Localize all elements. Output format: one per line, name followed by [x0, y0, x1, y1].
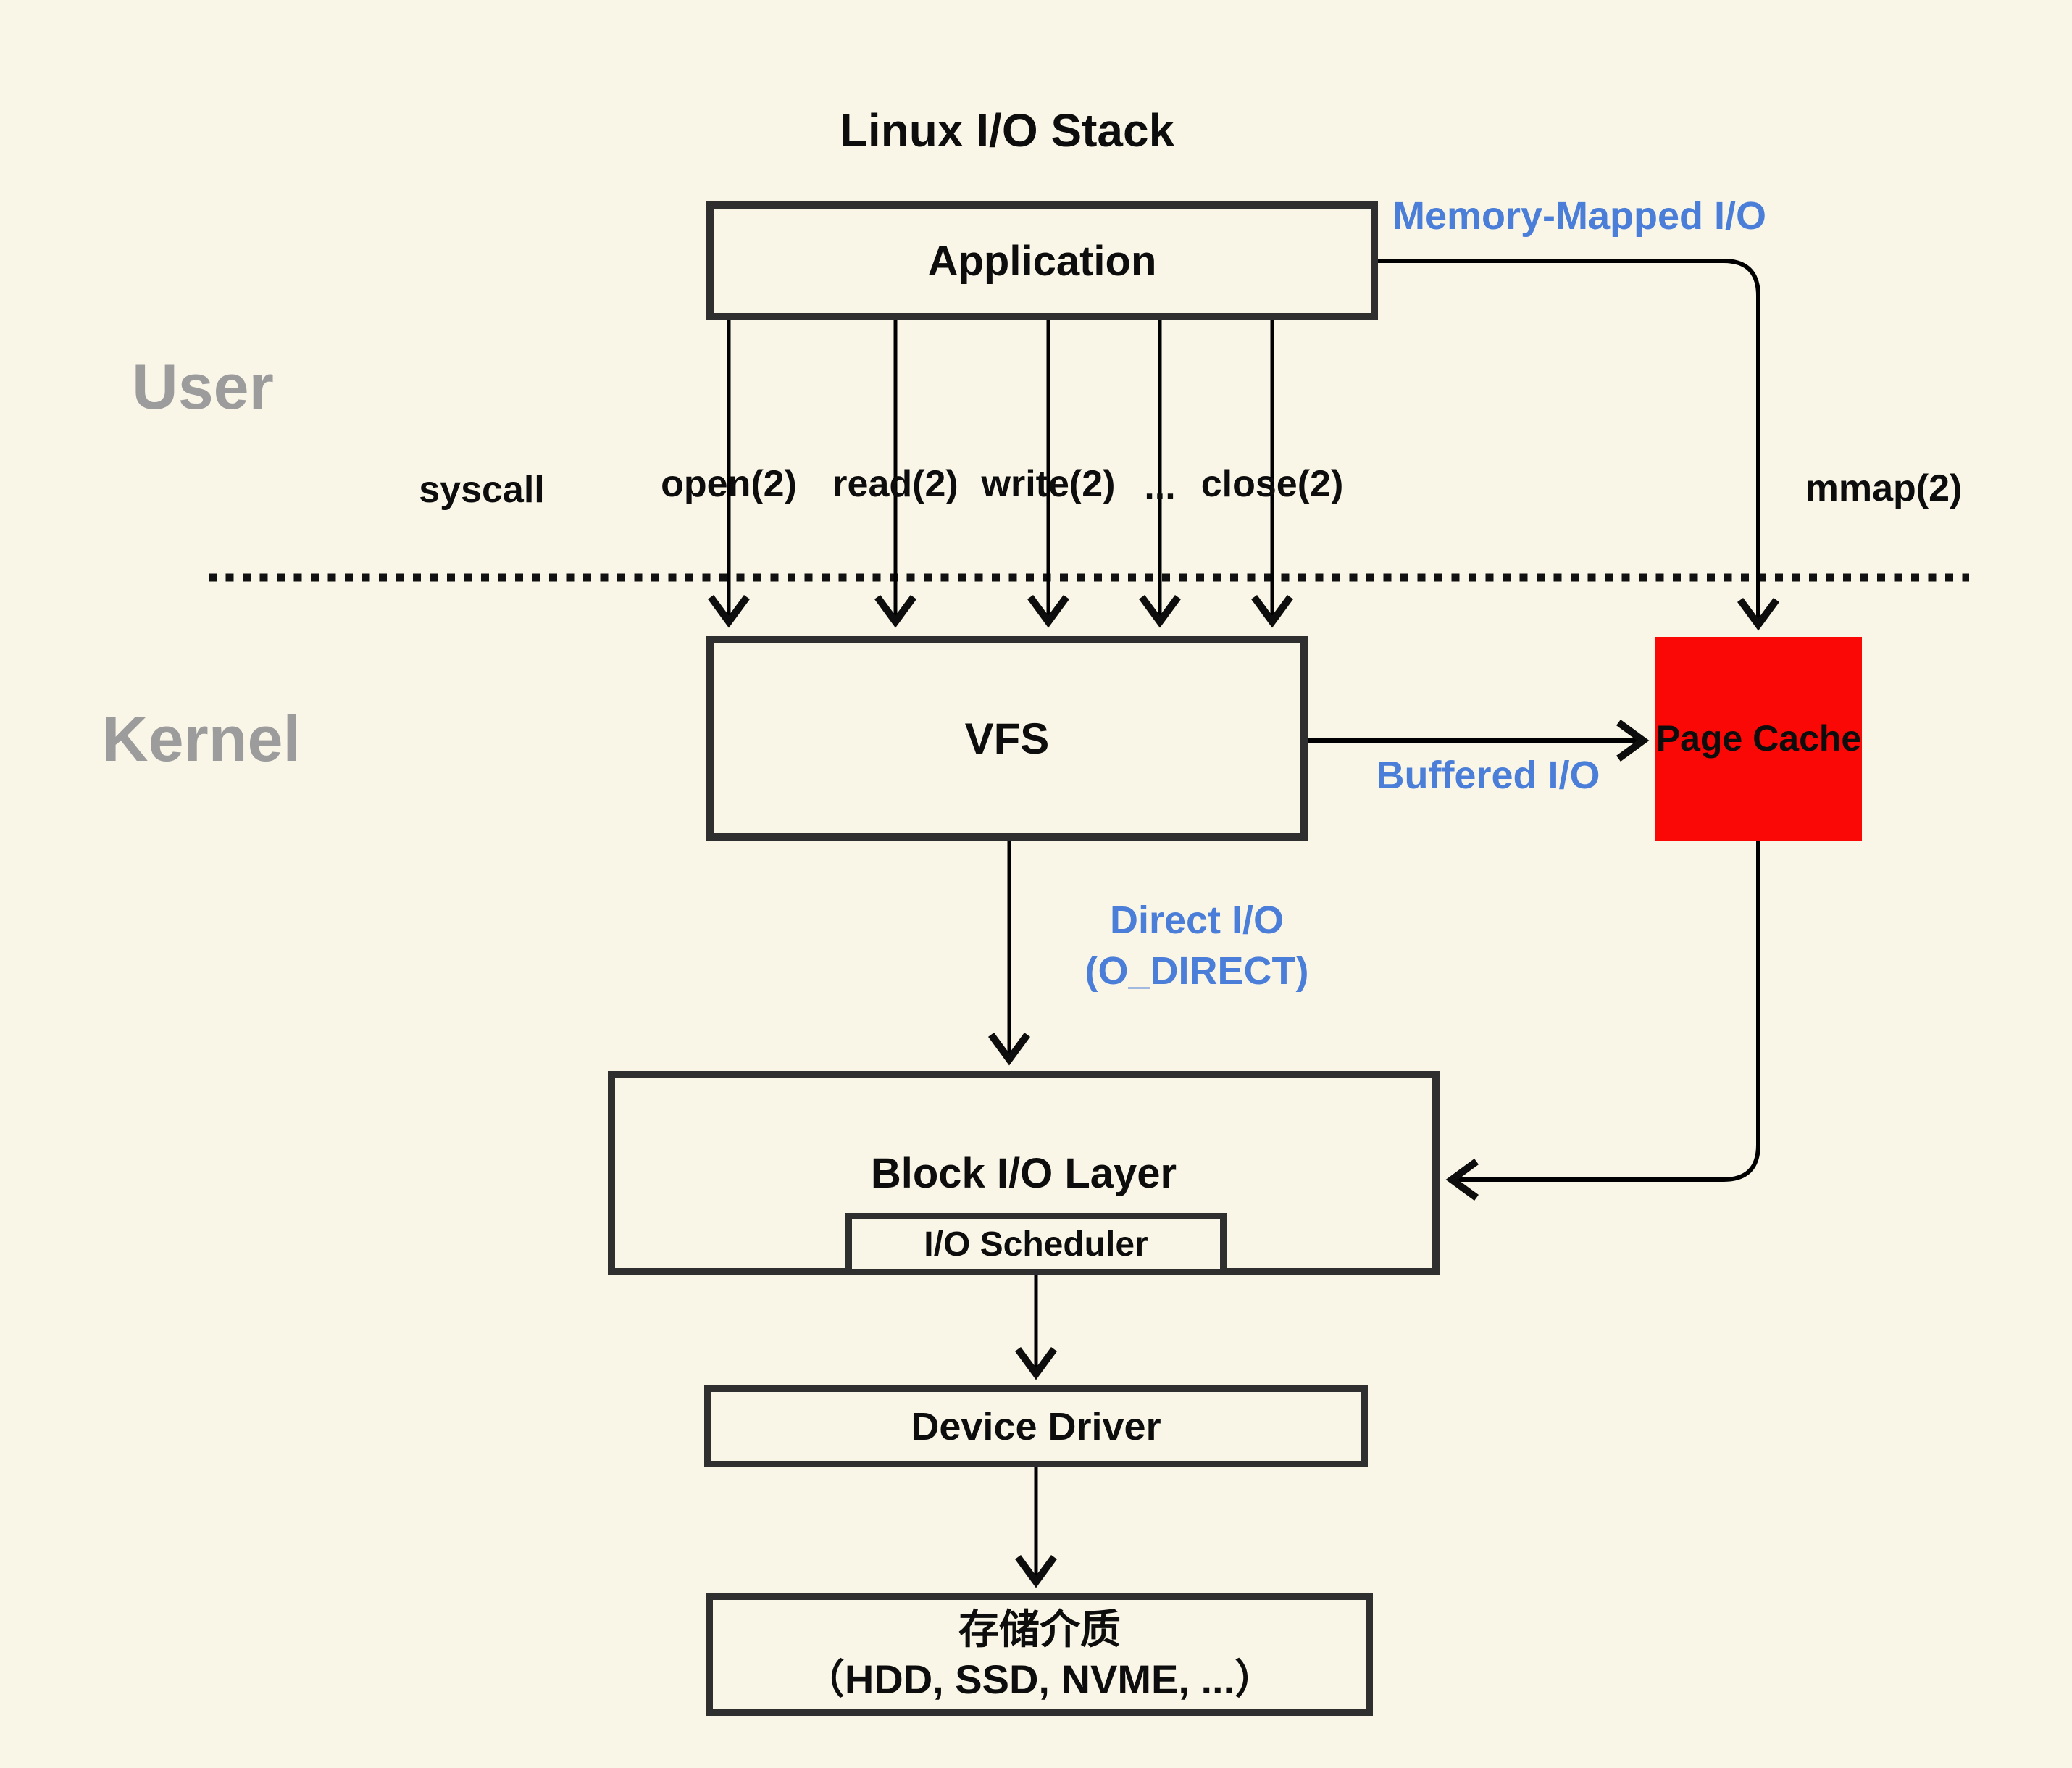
mmap2-label: mmap(2)	[1805, 467, 1963, 509]
close2-label: close(2)	[1200, 463, 1344, 505]
application-box: Application	[706, 201, 1378, 320]
arrow-pagecache-to-block	[1445, 841, 1760, 1201]
syscall-label: syscall	[419, 469, 545, 511]
diagram-title: Linux I/O Stack	[839, 104, 1175, 157]
device-driver-box: Device Driver	[704, 1385, 1368, 1467]
application-label: Application	[927, 237, 1157, 285]
storage-media-label-devices: （HDD, SSD, NVME, ...）	[803, 1656, 1276, 1702]
buffered-io-label: Buffered I/O	[1376, 754, 1600, 797]
device-driver-label: Device Driver	[911, 1404, 1161, 1448]
zone-label-kernel: Kernel	[102, 703, 301, 775]
page-cache-label: Page Cache	[1655, 718, 1862, 759]
open2-label: open(2)	[661, 463, 797, 505]
io-scheduler-box: I/O Scheduler	[845, 1213, 1227, 1275]
storage-media-label-cn: 存储介质	[958, 1606, 1121, 1653]
block-io-layer-label: Block I/O Layer	[870, 1149, 1177, 1197]
storage-media-box: 存储介质 （HDD, SSD, NVME, ...）	[706, 1593, 1373, 1716]
page-cache-box: Page Cache	[1655, 637, 1862, 841]
io-scheduler-label: I/O Scheduler	[924, 1225, 1148, 1264]
write2-label: write(2)	[981, 463, 1116, 505]
memory-mapped-io-label: Memory-Mapped I/O	[1392, 194, 1767, 238]
ellipsis-label: ...	[1144, 466, 1176, 508]
direct-io-label: Direct I/O (O_DIRECT)	[1085, 895, 1309, 996]
zone-label-user: User	[132, 351, 274, 422]
read2-label: read(2)	[832, 463, 958, 505]
direct-io-line1: Direct I/O	[1109, 898, 1284, 942]
vfs-label: VFS	[964, 714, 1050, 763]
arrow-mmap	[1378, 259, 1779, 631]
vfs-box: VFS	[706, 636, 1308, 841]
direct-io-line2: (O_DIRECT)	[1085, 949, 1309, 993]
